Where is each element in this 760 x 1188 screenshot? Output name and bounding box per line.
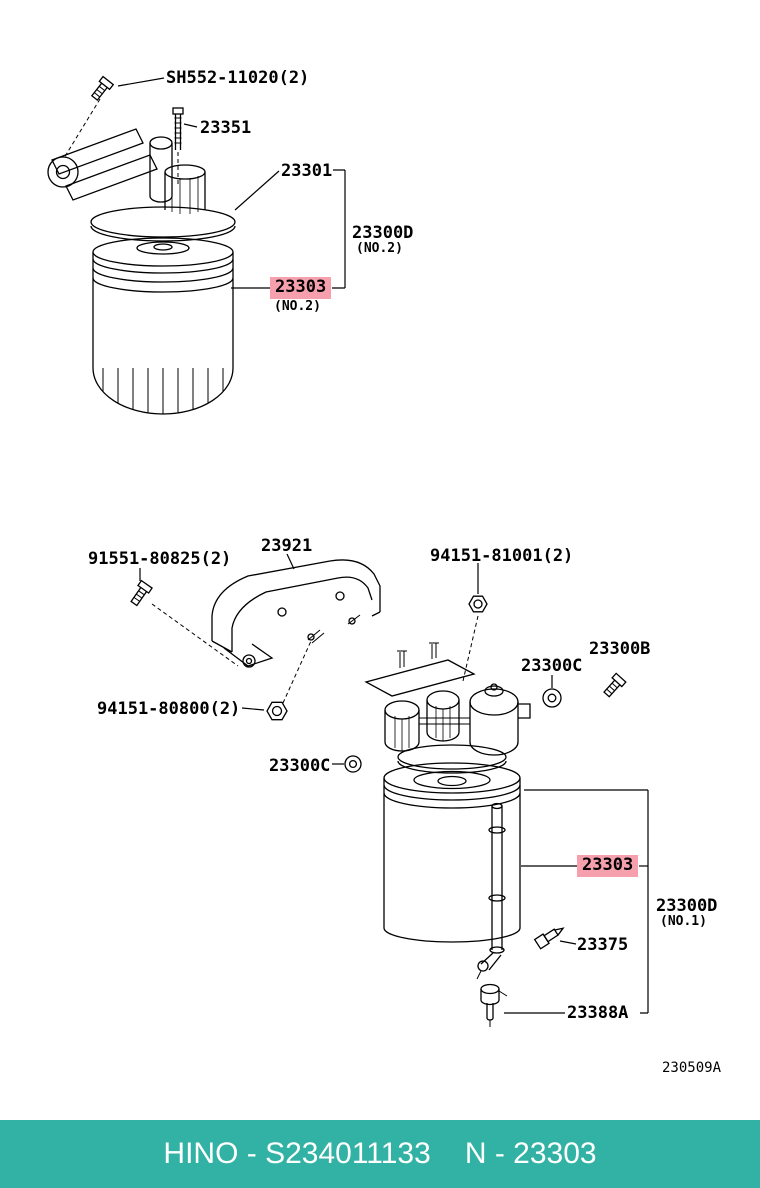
bolt-23300b-drawing — [603, 672, 627, 698]
stud-axis-dashed — [282, 615, 479, 704]
assembly-no1-drawing — [130, 553, 649, 1027]
nut-94151-81001-drawing — [468, 595, 488, 613]
filter-cartridge-23303-no2-drawing — [92, 237, 234, 415]
filter-head-23301-drawing — [90, 164, 236, 242]
label-assembly-23300d-no2: 23300D — [352, 223, 414, 243]
bolt-axis-dashed — [151, 603, 239, 667]
label-nut-94151-80800: 94151-80800(2) — [97, 699, 241, 719]
label-assembly-no1-sub: (NO.1) — [660, 914, 707, 929]
diagram-reference-code: 230509A — [662, 1060, 722, 1076]
label-cartridge-23303-no1[interactable]: 23303 — [577, 855, 639, 877]
plug-23375-drawing — [533, 927, 565, 950]
label-washer-23300c-right: 23300C — [521, 656, 583, 676]
label-cartridge-23303-no2[interactable]: 23303 — [270, 277, 332, 299]
stud-23351-drawing — [172, 107, 184, 186]
label-assembly-no2-sub: (NO.2) — [356, 241, 403, 256]
leader-lines-no2 — [117, 77, 346, 289]
label-stud-23351: 23351 — [200, 118, 252, 138]
label-mount-bolt-sh552: SH552-11020(2) — [166, 68, 310, 88]
washer-23300c-left-drawing — [344, 755, 362, 773]
label-nut-94151-81001: 94151-81001(2) — [430, 546, 574, 566]
drain-plug-23388a-drawing — [480, 983, 508, 1027]
assembly-no2-drawing — [47, 75, 346, 415]
bolt-91551-drawing — [130, 579, 153, 607]
label-assembly-23300d-no1: 23300D — [656, 896, 718, 916]
label-bracket-23921: 23921 — [261, 536, 313, 556]
washer-23300c-right-drawing — [542, 688, 562, 708]
footer-part-number: N - 23303 — [464, 1137, 597, 1170]
bracket-23921-drawing — [211, 559, 381, 668]
label-cartridge-no2-sub: (NO.2) — [274, 299, 321, 314]
label-mount-bolt-91551: 91551-80825(2) — [88, 549, 232, 569]
bolt-sh552-drawing — [90, 75, 115, 102]
clevis-bracket-drawing — [47, 128, 173, 203]
label-union-bolt-23300b: 23300B — [589, 639, 651, 659]
footer-bar: HINO - S234011133 N - 23303 — [0, 1120, 760, 1188]
bolt-axis-dashed — [63, 98, 101, 159]
label-washer-23300c-left: 23300C — [269, 756, 331, 776]
filter-cartridge-23303-no1-drawing — [383, 762, 521, 980]
label-head-23301: 23301 — [281, 161, 333, 181]
footer-catalog-code: HINO - S234011133 — [163, 1137, 431, 1170]
label-plug-23375: 23375 — [577, 935, 629, 955]
nut-94151-80800-drawing — [266, 701, 288, 721]
filter-head-no1-drawing — [364, 642, 531, 774]
label-drain-23388a: 23388A — [567, 1003, 629, 1023]
leader-lines-no1 — [139, 553, 649, 1014]
